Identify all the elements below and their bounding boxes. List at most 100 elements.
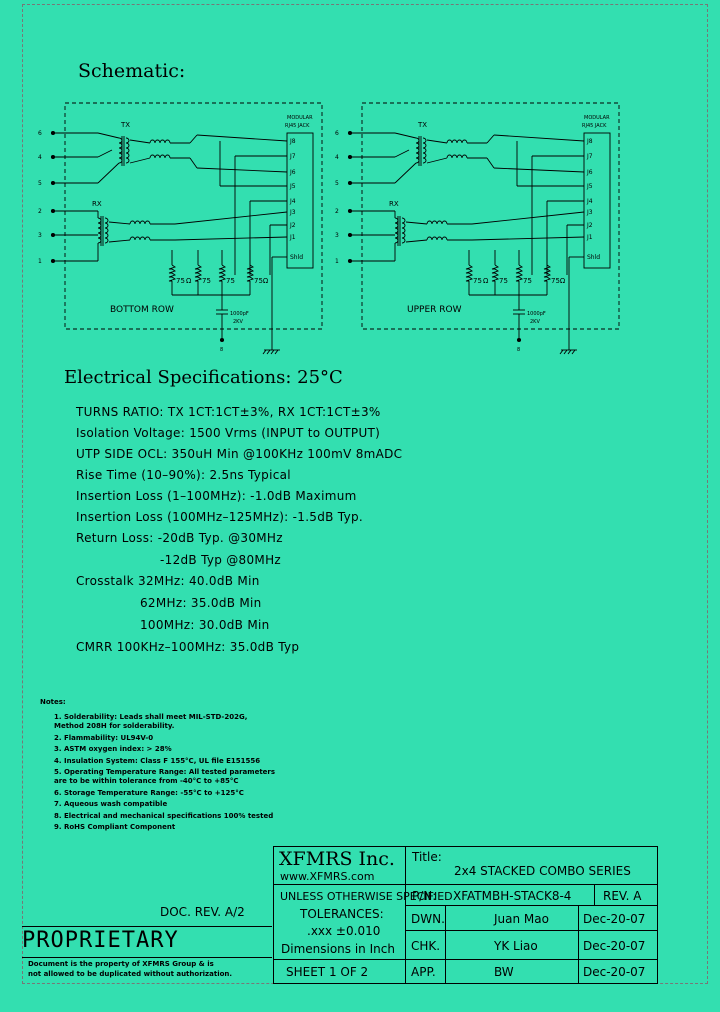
- chk-name: YK Liao: [494, 939, 538, 953]
- schematic-boundary: [64, 102, 323, 330]
- capacitor-pin: 8: [220, 347, 223, 353]
- app-name-cell: BW: [445, 959, 579, 984]
- jack-pin: J6: [586, 169, 593, 176]
- tolerance-value: .xxx ±0.010: [307, 924, 381, 938]
- jack-pin: J3: [289, 209, 296, 216]
- resistor: [465, 264, 474, 282]
- jack-label: MODULAR: [584, 115, 610, 121]
- dwn-date: Dec-20-07: [583, 912, 646, 926]
- jack-pin: J7: [289, 153, 296, 160]
- resistor: [218, 264, 227, 282]
- chk-label: CHK.: [411, 939, 441, 953]
- app-label: APP.: [411, 965, 436, 979]
- note-line: 2. Flammability: UL94V-0: [54, 734, 154, 742]
- spec-return-loss-2: -12dB Typ @80MHz: [160, 553, 282, 567]
- pin-number: 1: [335, 258, 339, 265]
- company-cell: XFMRS Inc. www.XFMRS.com: [273, 846, 406, 885]
- note-line: Method 208H for solderability.: [54, 722, 175, 730]
- app-date: Dec-20-07: [583, 965, 646, 979]
- resistor: [491, 264, 500, 282]
- note-line: 7. Aqueous wash compatible: [54, 800, 168, 808]
- jack-pin: J5: [586, 183, 593, 190]
- schematic-title: Schematic:: [78, 60, 186, 82]
- capacitor-pin: 8: [517, 347, 520, 353]
- pin-dot: [516, 337, 522, 343]
- jack-pin: J8: [586, 138, 593, 145]
- pin-number: 2: [38, 208, 42, 215]
- proprietary-divider: [22, 926, 272, 927]
- schematic-diagram: 6 4 5 2 3 1 TX RX MODULAR RJ45 JACK J8J7J6J5J4J3J2…: [38, 102, 620, 355]
- app-date-cell: Dec-20-07: [578, 959, 658, 984]
- note-line: 9. RoHS Compliant Component: [54, 823, 176, 831]
- company-name: XFMRS Inc.: [279, 848, 395, 870]
- chk-name-cell: YK Liao: [445, 930, 579, 960]
- spec-cmrr: CMRR 100KHz–100MHz: 35.0dB Typ: [76, 640, 300, 654]
- capacitor-voltage: 2KV: [530, 319, 540, 325]
- title-cell: Title: 2x4 STACKED COMBO SERIES: [405, 846, 658, 885]
- capacitor-voltage: 2KV: [233, 319, 243, 325]
- chk-date: Dec-20-07: [583, 939, 646, 953]
- title-block: XFMRS Inc. www.XFMRS.com Title: 2x4 STAC…: [273, 846, 658, 984]
- tolerances-label: TOLERANCES:: [300, 907, 384, 921]
- note-line: are to be within tolerance from -40°C to…: [54, 777, 239, 785]
- resistor-value: 75: [473, 277, 482, 285]
- title-label: Title:: [412, 850, 442, 864]
- jack-pin: J5: [289, 183, 296, 190]
- spec-insertion-loss-2: Insertion Loss (100MHz–125MHz): -1.5dB T…: [76, 510, 364, 524]
- jack-pin: J2: [289, 222, 296, 229]
- spec-ocl: UTP SIDE OCL: 350uH Min @100KHz 100mV 8m…: [76, 447, 403, 461]
- tolerance-cell: UNLESS OTHERWISE SPECIFIED TOLERANCES: .…: [273, 884, 453, 960]
- resistor: [246, 264, 255, 282]
- spec-crosstalk-1: Crosstalk 32MHz: 40.0dB Min: [76, 574, 260, 588]
- jack-pin: J1: [586, 234, 593, 241]
- spec-crosstalk-3: 100MHz: 30.0dB Min: [140, 618, 270, 632]
- electrical-title: Electrical Specifications: 25°C: [64, 367, 343, 388]
- jack-pin: J8: [289, 138, 296, 145]
- note-line: 6. Storage Temperature Range: -55°C to +…: [54, 789, 244, 797]
- tx-label: TX: [417, 121, 427, 129]
- tx-label: TX: [120, 121, 130, 129]
- jack-pin: J2: [586, 222, 593, 229]
- capacitor-value: 1000pF: [230, 311, 249, 317]
- jack-pin: J6: [289, 169, 296, 176]
- pn-label: P/N:: [412, 889, 437, 903]
- jack-pin: J4: [289, 198, 296, 205]
- schematic-boundary: [361, 102, 620, 330]
- pn-cell: P/N: XFATMBH-STACK8-4: [405, 884, 595, 906]
- ohm-symbol: Ω: [186, 277, 192, 285]
- spec-rise-time: Rise Time (10–90%): 2.5ns Typical: [76, 468, 291, 482]
- pin-number: 4: [38, 154, 42, 161]
- pin-number: 5: [38, 180, 42, 187]
- dimensions-unit: Dimensions in Inch: [281, 942, 395, 956]
- resistor: [543, 264, 552, 282]
- ohm-symbol: Ω: [483, 277, 489, 285]
- capacitor-value: 1000pF: [527, 311, 546, 317]
- jack-pin: Shld: [587, 254, 600, 261]
- rx-label: RX: [92, 200, 102, 208]
- jack-label: RJ45 JACK: [285, 123, 310, 129]
- resistor-value: 75Ω: [551, 277, 566, 285]
- pin-number: 6: [335, 130, 339, 137]
- resistor: [194, 264, 203, 282]
- app-label-cell: APP.: [405, 959, 446, 984]
- rev-cell: REV. A: [594, 884, 658, 906]
- jack-pin: J4: [586, 198, 593, 205]
- pin-number: 1: [38, 258, 42, 265]
- sheet-number: SHEET 1 OF 2: [286, 965, 369, 979]
- dwn-date-cell: Dec-20-07: [578, 905, 658, 931]
- row-label: UPPER ROW: [407, 305, 462, 315]
- revision: REV. A: [603, 889, 642, 903]
- note-line: 3. ASTM oxygen index: > 28%: [54, 745, 172, 753]
- jack-pin: J7: [586, 153, 593, 160]
- pin-number: 3: [38, 232, 42, 239]
- proprietary-label: PROPRIETARY: [22, 928, 179, 953]
- note-line: 4. Insulation System: Class F 155°C, UL …: [54, 757, 261, 765]
- rj45-jack-box: [583, 132, 611, 269]
- chk-date-cell: Dec-20-07: [578, 930, 658, 960]
- pin-number: 5: [335, 180, 339, 187]
- dwn-name-cell: Juan Mao: [445, 905, 579, 931]
- resistor-value: 75Ω: [254, 277, 269, 285]
- pin-number: 4: [335, 154, 339, 161]
- company-website: www.XFMRS.com: [280, 870, 375, 883]
